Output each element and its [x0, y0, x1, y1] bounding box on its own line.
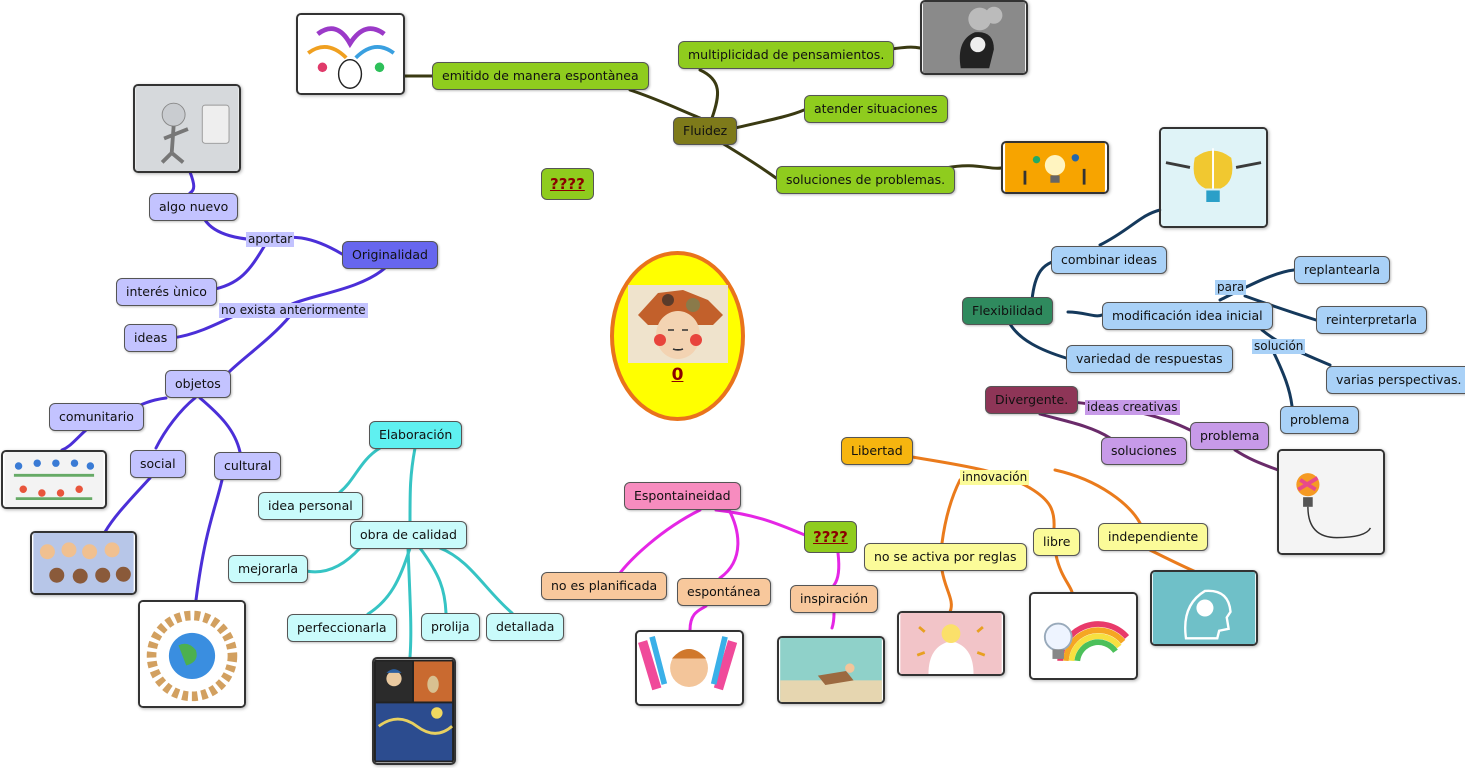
image-bulb-head — [897, 611, 1005, 676]
node-elaboracion[interactable]: Elaboración — [369, 421, 463, 449]
node-prolija[interactable]: prolija — [421, 613, 480, 641]
node-cultural[interactable]: cultural — [214, 452, 282, 480]
question-node-bottom[interactable]: ???? — [804, 521, 857, 553]
node-independiente[interactable]: independiente — [1098, 523, 1209, 551]
node-flexibilidad[interactable]: Flexibilidad — [962, 297, 1053, 325]
node-libre[interactable]: libre — [1033, 528, 1081, 556]
label-aportar: aportar — [246, 232, 295, 247]
node-modificacion[interactable]: modificación idea inicial — [1102, 302, 1273, 330]
node-espontanea[interactable]: espontánea — [677, 578, 771, 606]
node-no-se-activa[interactable]: no se activa por reglas — [864, 543, 1027, 571]
image-diverse-people — [30, 531, 137, 595]
node-idea-personal[interactable]: idea personal — [258, 492, 363, 520]
node-inspiracion[interactable]: inspiración — [790, 585, 879, 613]
central-label: 0 — [671, 365, 684, 385]
node-soluciones-div[interactable]: soluciones — [1101, 437, 1187, 465]
central-topic[interactable]: 0 — [610, 251, 745, 421]
node-algo-nuevo[interactable]: algo nuevo — [149, 193, 239, 221]
image-colorful-mind — [296, 13, 405, 95]
node-ideas[interactable]: ideas — [124, 324, 178, 352]
node-obra-calidad[interactable]: obra de calidad — [350, 521, 467, 549]
node-reinterpretarla[interactable]: reinterpretarla — [1316, 306, 1428, 334]
node-varias-perspectivas[interactable]: varias perspectivas. — [1326, 366, 1465, 394]
label-innovacion: innovación — [960, 470, 1030, 485]
image-community-circle — [1, 450, 107, 509]
node-multiplicidad[interactable]: multiplicidad de pensamientos. — [678, 41, 895, 69]
node-divergente[interactable]: Divergente. — [985, 386, 1079, 414]
node-interes-unico[interactable]: interés ùnico — [116, 278, 217, 306]
node-variedad[interactable]: variedad de respuestas — [1066, 345, 1233, 373]
node-combinar-ideas[interactable]: combinar ideas — [1051, 246, 1168, 274]
image-child-flying — [777, 636, 885, 704]
node-emitido[interactable]: emitido de manera espontànea — [432, 62, 649, 90]
node-detallada[interactable]: detallada — [486, 613, 565, 641]
node-no-planificada[interactable]: no es planificada — [541, 572, 668, 600]
image-child-painted-hands — [635, 630, 744, 706]
node-mejorarla[interactable]: mejorarla — [228, 555, 309, 583]
image-lightbulb-team — [1001, 141, 1109, 194]
node-soluciones-problemas[interactable]: soluciones de problemas. — [776, 166, 956, 194]
image-art-collage — [372, 657, 456, 765]
central-image — [628, 285, 728, 363]
node-problema-flex[interactable]: problema — [1280, 406, 1360, 434]
node-fluidez[interactable]: Fluidez — [673, 117, 738, 145]
label-no-exista: no exista anteriormente — [219, 303, 368, 318]
node-problema-div[interactable]: problema — [1190, 422, 1270, 450]
image-head-brain — [1150, 570, 1258, 646]
node-originalidad[interactable]: Originalidad — [342, 241, 438, 269]
image-robot-plug — [133, 84, 241, 173]
node-libertad[interactable]: Libertad — [841, 437, 913, 465]
image-head-thoughts — [920, 0, 1028, 75]
label-ideas-creativas: ideas creativas — [1085, 400, 1180, 415]
label-para: para — [1215, 280, 1247, 295]
node-perfeccionarla[interactable]: perfeccionarla — [287, 614, 397, 642]
node-social[interactable]: social — [130, 450, 186, 478]
node-replantearla[interactable]: replantearla — [1294, 256, 1391, 284]
question-node-top[interactable]: ???? — [541, 168, 594, 200]
node-atender[interactable]: atender situaciones — [804, 95, 948, 123]
image-puzzle-bulb — [1159, 127, 1268, 228]
image-creative-bulb — [1277, 449, 1385, 555]
label-solucion: solución — [1252, 339, 1306, 354]
image-rainbow-bulb — [1029, 592, 1138, 680]
node-objetos[interactable]: objetos — [165, 370, 231, 398]
node-espontaneidad[interactable]: Espontaineidad — [624, 482, 741, 510]
node-comunitario[interactable]: comunitario — [49, 403, 144, 431]
image-globe-people — [138, 600, 246, 708]
